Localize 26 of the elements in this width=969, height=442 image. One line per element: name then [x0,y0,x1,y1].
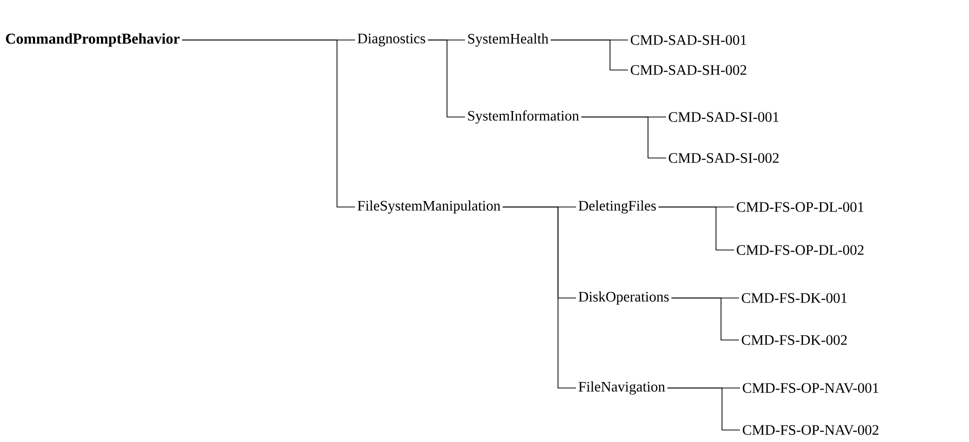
tree-label: FileNavigation [578,381,665,395]
tree-label: FileSystemManipulation [358,200,500,214]
tree-label: CMD-FS-OP-DL-002 [736,245,864,255]
tree-connector [182,40,356,208]
tree-connector [502,206,576,388]
tree-label: DeletingFiles [578,200,656,214]
tree-connector [550,40,628,70]
tree-label: CMD-FS-DK-001 [742,293,847,303]
tree-label: DiskOperations [578,291,669,305]
tree-label: Diagnostics [358,34,426,46]
root-label: CommandPromptBehavior [6,33,180,47]
tree-connector [671,298,740,340]
tree-label: CMD-FS-OP-DL-001 [736,202,864,212]
tree-connector [580,116,666,158]
tree-label: CMD-FS-DK-002 [742,335,847,345]
tree-connector [658,206,734,250]
tree-label: SystemHealth [468,33,548,47]
tree-label: SystemInformation [468,110,579,124]
tree-label: CMD-SAD-SI-002 [668,153,779,163]
tree-connector [667,388,740,430]
tree-label: CMD-SAD-SH-001 [630,35,746,45]
tree-label: CMD-FS-OP-NAV-002 [742,425,878,435]
tree-label: CMD-FS-OP-NAV-001 [742,383,878,393]
tree-connector [427,40,466,118]
tree-label: CMD-SAD-SH-002 [630,65,746,75]
tree-label: CMD-SAD-SI-001 [668,112,778,122]
